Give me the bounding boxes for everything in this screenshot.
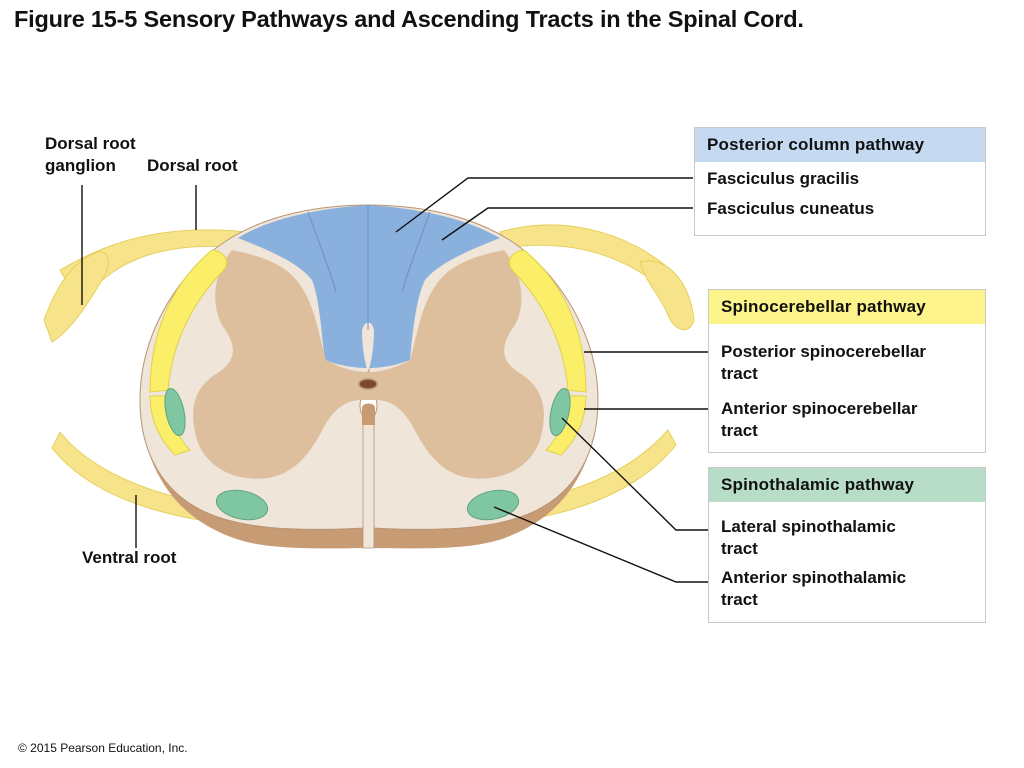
left-anterior-spinothalamic-tract [215, 489, 269, 521]
left-lateral-spinothalamic-tract [164, 387, 186, 437]
leader-lines [81, 177, 716, 583]
lateral-spinothalamic-tract-label: Lateral spinothalamic tract [721, 517, 896, 558]
right-dorsal-root-ganglion [639, 260, 695, 330]
right-lateral-spinothalamic-tract [549, 387, 571, 437]
leader-fasciculus-cuneatus [441, 207, 693, 241]
left-dorsal-root-ganglion [43, 251, 109, 343]
gray-matter [193, 250, 544, 479]
left-posterior-spinocerebellar-tract [149, 249, 228, 393]
right-ventral-root [529, 429, 677, 519]
spinothalamic-pathway-heading: Spinothalamic pathway [709, 468, 985, 502]
spinocerebellar-pathway-box: Spinocerebellar pathway Posterior spinoc… [708, 289, 986, 453]
leader-lateral-spinothalamic [561, 417, 716, 531]
right-posterior-spinocerebellar-tract [508, 249, 587, 393]
nerve-roots [43, 224, 695, 523]
leader-anterior-spinothalamic [493, 506, 716, 583]
anterior-spinocerebellar-tract-label: Anterior spinocerebellar tract [721, 399, 918, 440]
figure-title: Figure 15-5 Sensory Pathways and Ascendi… [14, 6, 804, 32]
anterior-spinothalamic-tract-label: Anterior spinothalamic tract [721, 568, 907, 609]
ventral-root-label: Ventral root [82, 548, 177, 567]
fasciculus-gracilis-label: Fasciculus gracilis [707, 169, 860, 188]
posterior-median-septum [362, 322, 374, 372]
spinocerebellar-pathway-heading: Spinocerebellar pathway [709, 290, 985, 324]
copyright-notice: © 2015 Pearson Education, Inc. [18, 741, 188, 755]
anterior-median-fissure [362, 406, 375, 549]
central-canal [358, 378, 378, 390]
dorsal-root-label: Dorsal root [147, 156, 238, 175]
posterior-column-tract [238, 205, 500, 368]
leader-fasciculus-gracilis [395, 177, 693, 233]
posterior-column-pathway-heading: Posterior column pathway [695, 128, 985, 162]
posterior-column-pathway-box: Posterior column pathway Fasciculus grac… [694, 127, 986, 236]
spinothalamic-pathway-box: Spinothalamic pathway Lateral spinothala… [708, 467, 986, 623]
fasciculus-cuneatus-label: Fasciculus cuneatus [707, 199, 875, 218]
posterior-spinocerebellar-tract-label: Posterior spinocerebellar tract [721, 342, 927, 383]
dorsal-root-ganglion-label: Dorsal root ganglion [45, 134, 136, 175]
